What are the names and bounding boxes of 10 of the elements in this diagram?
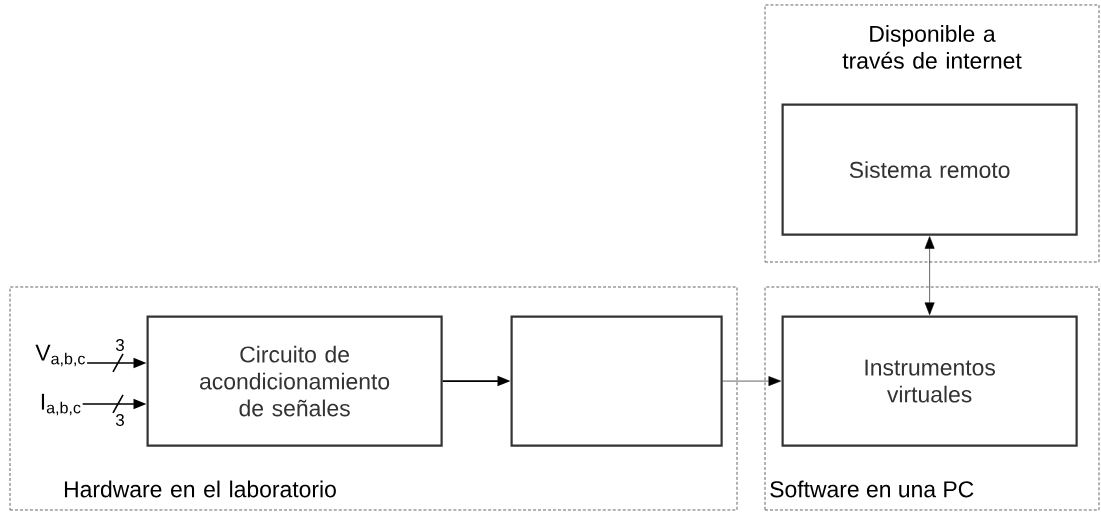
process-box: Sistema remoto xyxy=(781,103,1078,236)
process-box xyxy=(510,315,723,447)
process-box: Circuito de acondicionamiento de señales xyxy=(146,315,443,447)
arrow xyxy=(924,236,935,315)
signal-label: V$_{a,b,c}$ xyxy=(35,344,85,367)
process-box: Instrumentos virtuales xyxy=(781,315,1078,447)
arrow xyxy=(722,376,781,387)
edge-label: 3 xyxy=(115,414,124,426)
edge-label: 3 xyxy=(115,339,124,351)
signal-label: I$_{a,b,c}$ xyxy=(41,393,81,416)
